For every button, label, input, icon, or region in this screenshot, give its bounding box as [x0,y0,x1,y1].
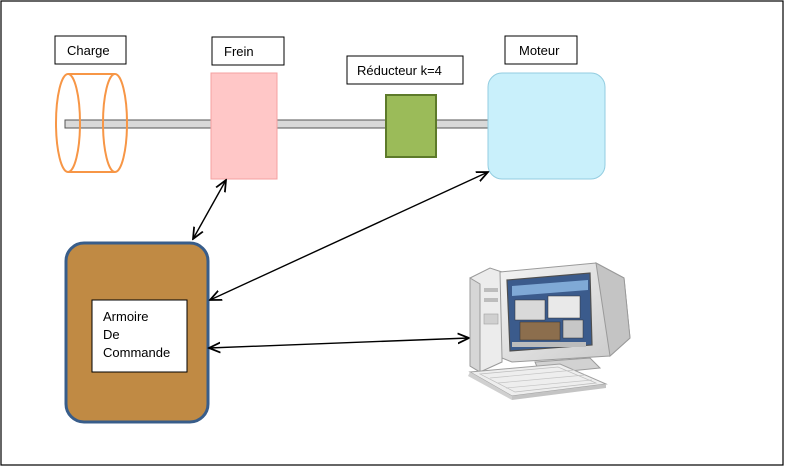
frein-label-text: Frein [224,44,254,59]
charge-label-text: Charge [67,43,110,58]
reducteur-label: Réducteur k=4 [346,55,464,85]
arrow-armoire-computer [209,338,469,348]
arrow-armoire-frein [193,180,226,239]
arrow-armoire-moteur [210,172,488,300]
moteur-label: Moteur [504,35,578,65]
armoire-label-box [91,299,188,373]
reducteur-block [385,94,437,158]
frein-label: Frein [211,36,285,66]
frein-block [210,72,278,180]
armoire-label-line2: De [103,327,120,342]
moteur-label-text: Moteur [519,43,560,58]
armoire-label-line3: Commande [103,345,170,360]
moteur-block [487,72,606,180]
desktop-computer-icon [468,262,631,400]
armoire-label-line1: Armoire [103,309,149,324]
charge-cylinder [55,73,128,173]
charge-label: Charge [54,35,127,65]
reducteur-label-text: Réducteur k=4 [357,63,442,78]
